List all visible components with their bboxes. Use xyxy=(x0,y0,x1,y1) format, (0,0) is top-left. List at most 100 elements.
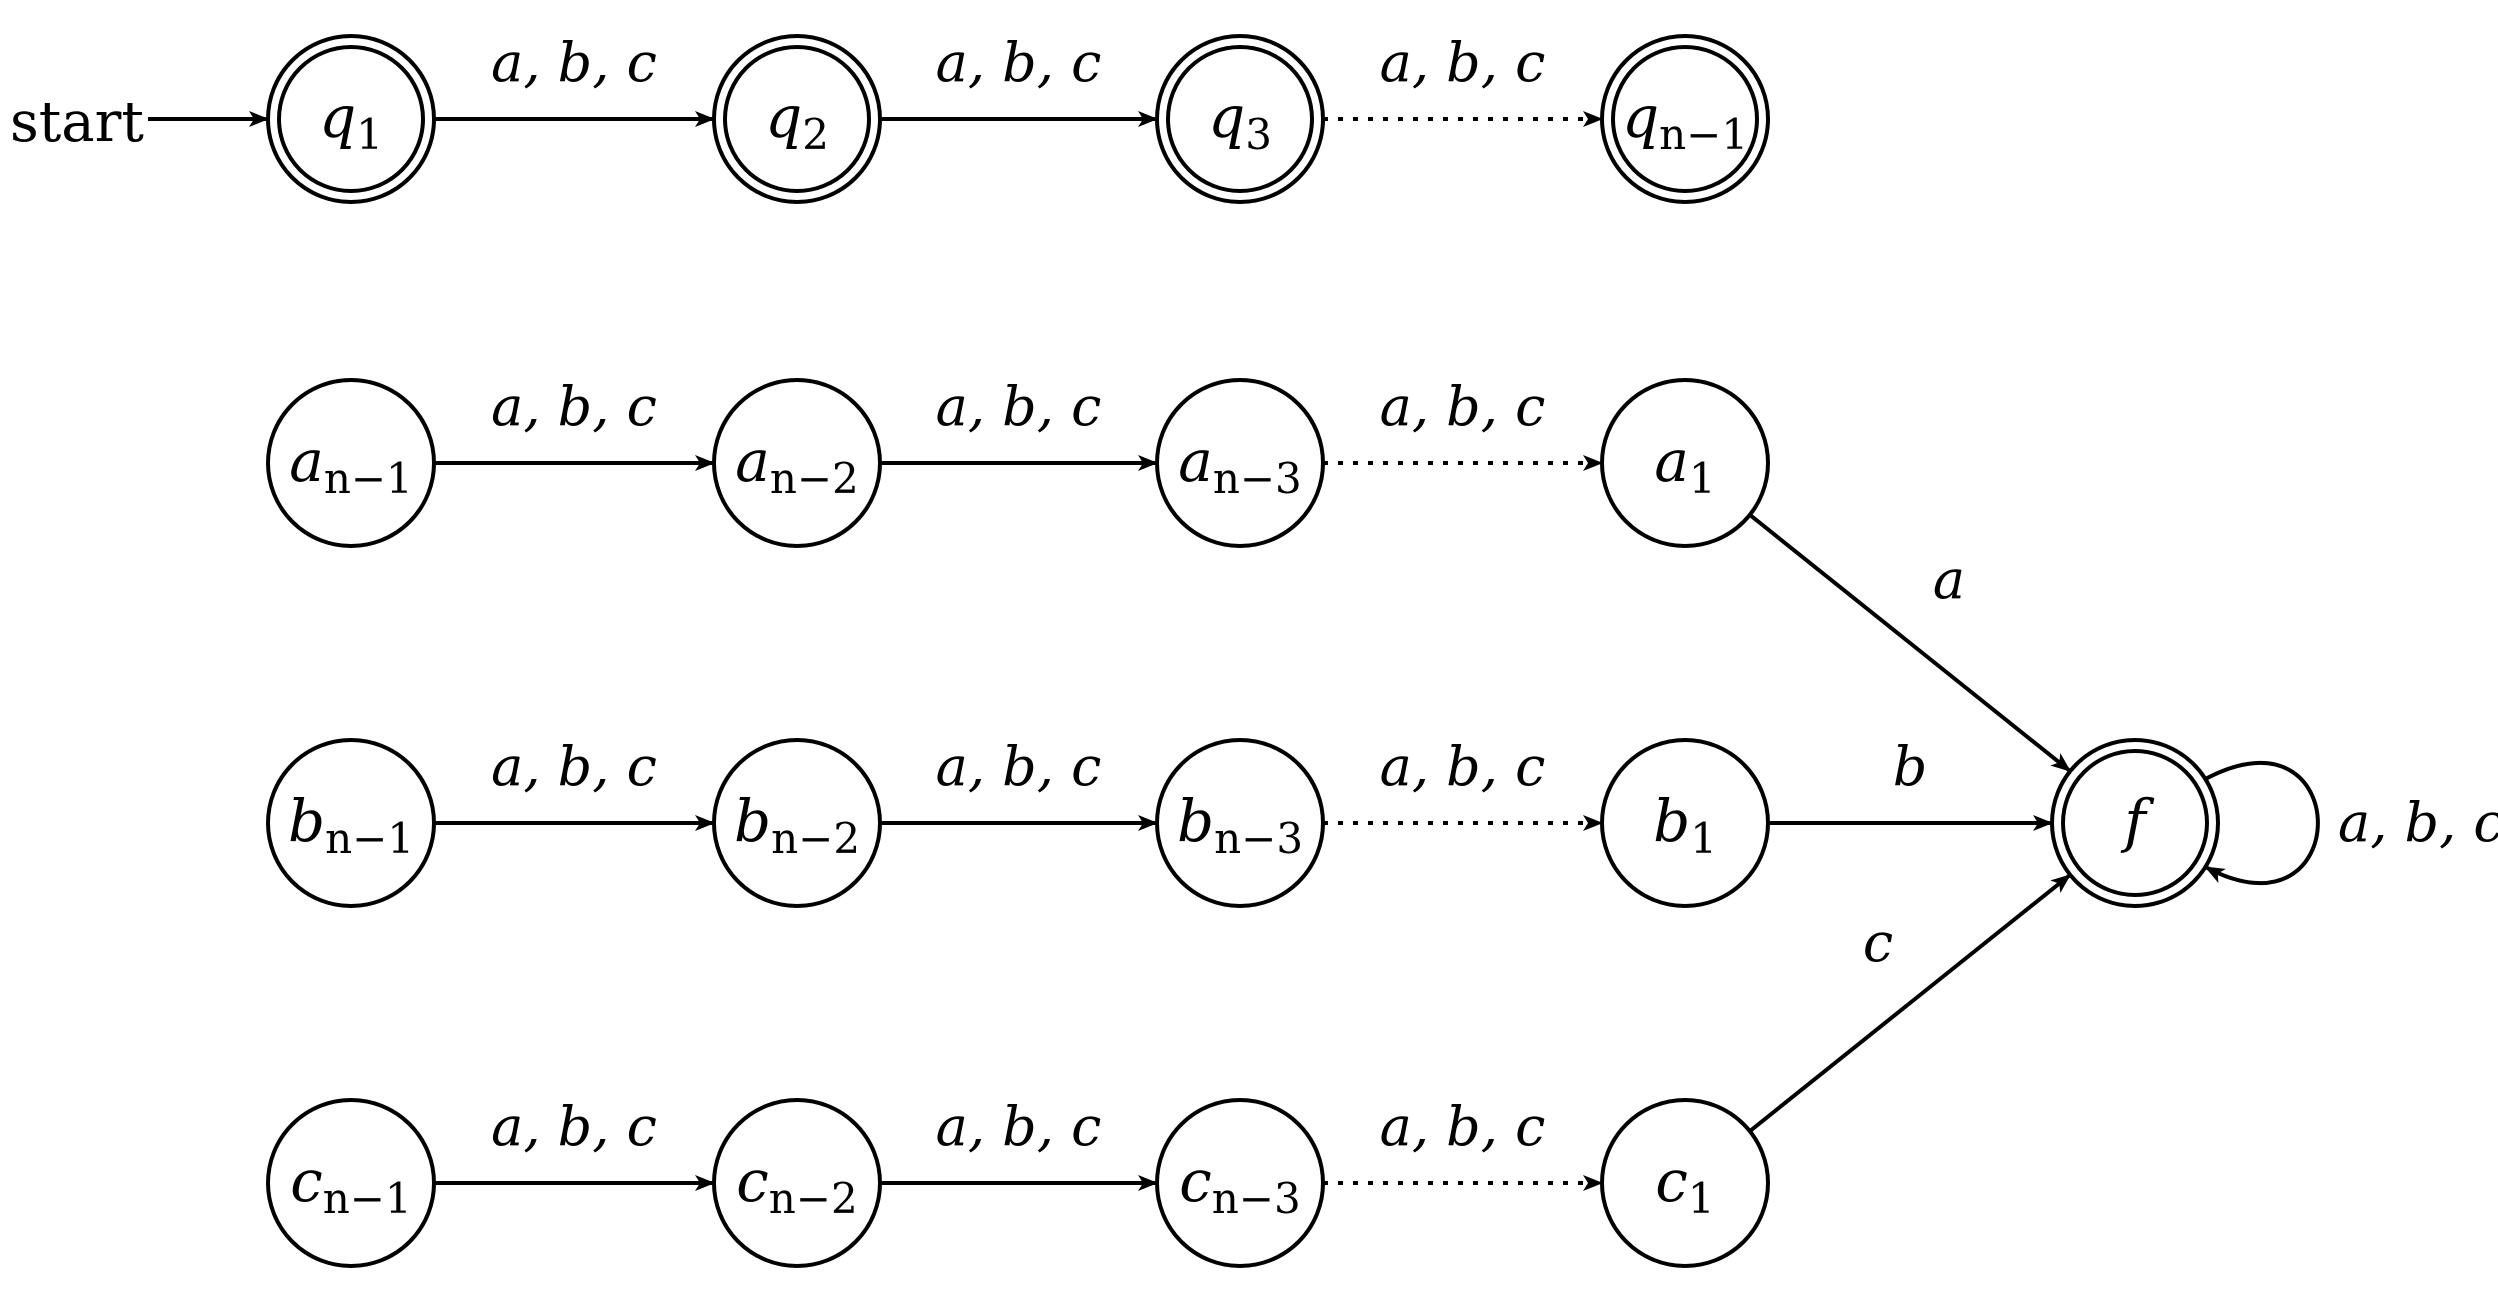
state-a1: a1 xyxy=(1600,378,1770,548)
state-label-base: b xyxy=(734,787,771,855)
state-circle xyxy=(1600,1098,1770,1268)
labels-layer: start a, b, c a, b, c a, b, c a, b, c a, b, … xyxy=(10,31,2498,1158)
edges-layer xyxy=(148,111,2320,1191)
state-label: an−2 xyxy=(735,427,859,503)
accepting-ring xyxy=(723,45,871,193)
state-circle xyxy=(712,738,882,908)
accepting-ring xyxy=(1166,45,1314,193)
state-label-subscript: n−3 xyxy=(1212,1174,1301,1223)
accepting-ring xyxy=(277,45,425,193)
state-label-subscript: 2 xyxy=(802,110,829,159)
transition-an2-an3-label: a, b, c xyxy=(936,375,1102,438)
state-f: f xyxy=(2050,738,2220,908)
transition-c1-f-label: c xyxy=(1863,911,1893,974)
state-label: b1 xyxy=(1653,787,1717,863)
state-label-subscript: n−2 xyxy=(770,454,859,503)
state-label: a1 xyxy=(1654,427,1715,503)
start-label: start xyxy=(10,90,144,155)
state-label-subscript: 1 xyxy=(356,110,383,159)
state-label-base: a xyxy=(1654,427,1689,495)
state-label-base: q xyxy=(1622,83,1659,151)
state-cn2: cn−2 xyxy=(712,1098,882,1268)
transition-an3-a1-label: a, b, c xyxy=(1380,375,1546,438)
transition-q3-qn1-label: a, b, c xyxy=(1380,31,1546,94)
state-circle xyxy=(266,378,436,548)
state-label-subscript: 1 xyxy=(1688,1174,1715,1223)
state-label: an−1 xyxy=(289,427,413,503)
state-circle xyxy=(1600,378,1770,548)
state-circle xyxy=(1600,738,1770,908)
state-q1: q1 xyxy=(266,34,436,204)
state-label: qn−1 xyxy=(1622,83,1748,159)
state-circle xyxy=(712,1098,882,1268)
state-label: q1 xyxy=(319,83,383,159)
state-label-subscript: n−3 xyxy=(1214,814,1303,863)
transition-bn2-bn3-label: a, b, c xyxy=(936,735,1102,798)
state-label: cn−3 xyxy=(1179,1147,1300,1223)
state-circle xyxy=(1155,378,1325,548)
state-q2: q2 xyxy=(712,34,882,204)
state-circle xyxy=(266,1098,436,1268)
state-label: bn−1 xyxy=(288,787,414,863)
transition-cn3-c1-label: a, b, c xyxy=(1380,1095,1546,1158)
state-label-subscript: 1 xyxy=(1690,814,1717,863)
state-label: an−3 xyxy=(1178,427,1302,503)
state-label-subscript: n−1 xyxy=(323,1174,412,1223)
transition-q2-q3-label: a, b, c xyxy=(936,31,1102,94)
state-label-subscript: n−1 xyxy=(325,814,414,863)
accepting-ring xyxy=(1611,45,1759,193)
state-label: q3 xyxy=(1208,83,1272,159)
transition-cn2-cn3-label: a, b, c xyxy=(936,1095,1102,1158)
state-circle xyxy=(712,378,882,548)
state-circle xyxy=(1155,1098,1325,1268)
state-label-subscript: 3 xyxy=(1245,110,1272,159)
state-label-base: q xyxy=(765,83,802,151)
state-circle xyxy=(266,738,436,908)
state-b1: b1 xyxy=(1600,738,1770,908)
state-label-subscript: n−2 xyxy=(769,1174,858,1223)
state-c1: c1 xyxy=(1600,1098,1770,1268)
state-label-base: a xyxy=(289,427,324,495)
state-cn3: cn−3 xyxy=(1155,1098,1325,1268)
accepting-ring xyxy=(2061,749,2209,897)
transition-a1-f-label: a xyxy=(1933,548,1965,611)
state-label: cn−1 xyxy=(290,1147,411,1223)
state-q3: q3 xyxy=(1155,34,1325,204)
state-label: q2 xyxy=(765,83,829,159)
transition-f-f-label: a, b, c xyxy=(2338,791,2498,854)
transition-f-f-loop xyxy=(2204,761,2320,885)
state-label-subscript: 1 xyxy=(1689,454,1716,503)
transition-a1-f-arrow xyxy=(1748,513,2072,773)
transition-q1-q2-label: a, b, c xyxy=(491,31,657,94)
state-label: bn−2 xyxy=(734,787,860,863)
transition-b1-f-label: b xyxy=(1893,735,1928,798)
transition-c1-f-arrow xyxy=(1748,873,2072,1133)
state-an3: an−3 xyxy=(1155,378,1325,548)
state-label: c1 xyxy=(1655,1147,1714,1223)
state-label-base: b xyxy=(288,787,325,855)
state-label-base: c xyxy=(1179,1147,1211,1215)
state-label-subscript: n−1 xyxy=(1659,110,1748,159)
state-an2: an−2 xyxy=(712,378,882,548)
state-label: bn−3 xyxy=(1177,787,1303,863)
transition-cn1-cn2-label: a, b, c xyxy=(491,1095,657,1158)
state-bn1: bn−1 xyxy=(266,738,436,908)
state-label-base: b xyxy=(1177,787,1214,855)
state-an1: an−1 xyxy=(266,378,436,548)
state-label-base: a xyxy=(735,427,770,495)
state-label-base: a xyxy=(1178,427,1213,495)
state-label-subscript: n−3 xyxy=(1213,454,1302,503)
state-label-base: c xyxy=(290,1147,322,1215)
transition-bn3-b1-label: a, b, c xyxy=(1380,735,1546,798)
state-label-base: c xyxy=(736,1147,768,1215)
state-label-base: c xyxy=(1655,1147,1687,1215)
state-qn1: qn−1 xyxy=(1600,34,1770,204)
state-label-base: b xyxy=(1653,787,1690,855)
state-label-base: q xyxy=(319,83,356,151)
state-label-subscript: n−2 xyxy=(771,814,860,863)
state-bn3: bn−3 xyxy=(1155,738,1325,908)
transition-bn1-bn2-label: a, b, c xyxy=(491,735,657,798)
transition-an1-an2-label: a, b, c xyxy=(491,375,657,438)
